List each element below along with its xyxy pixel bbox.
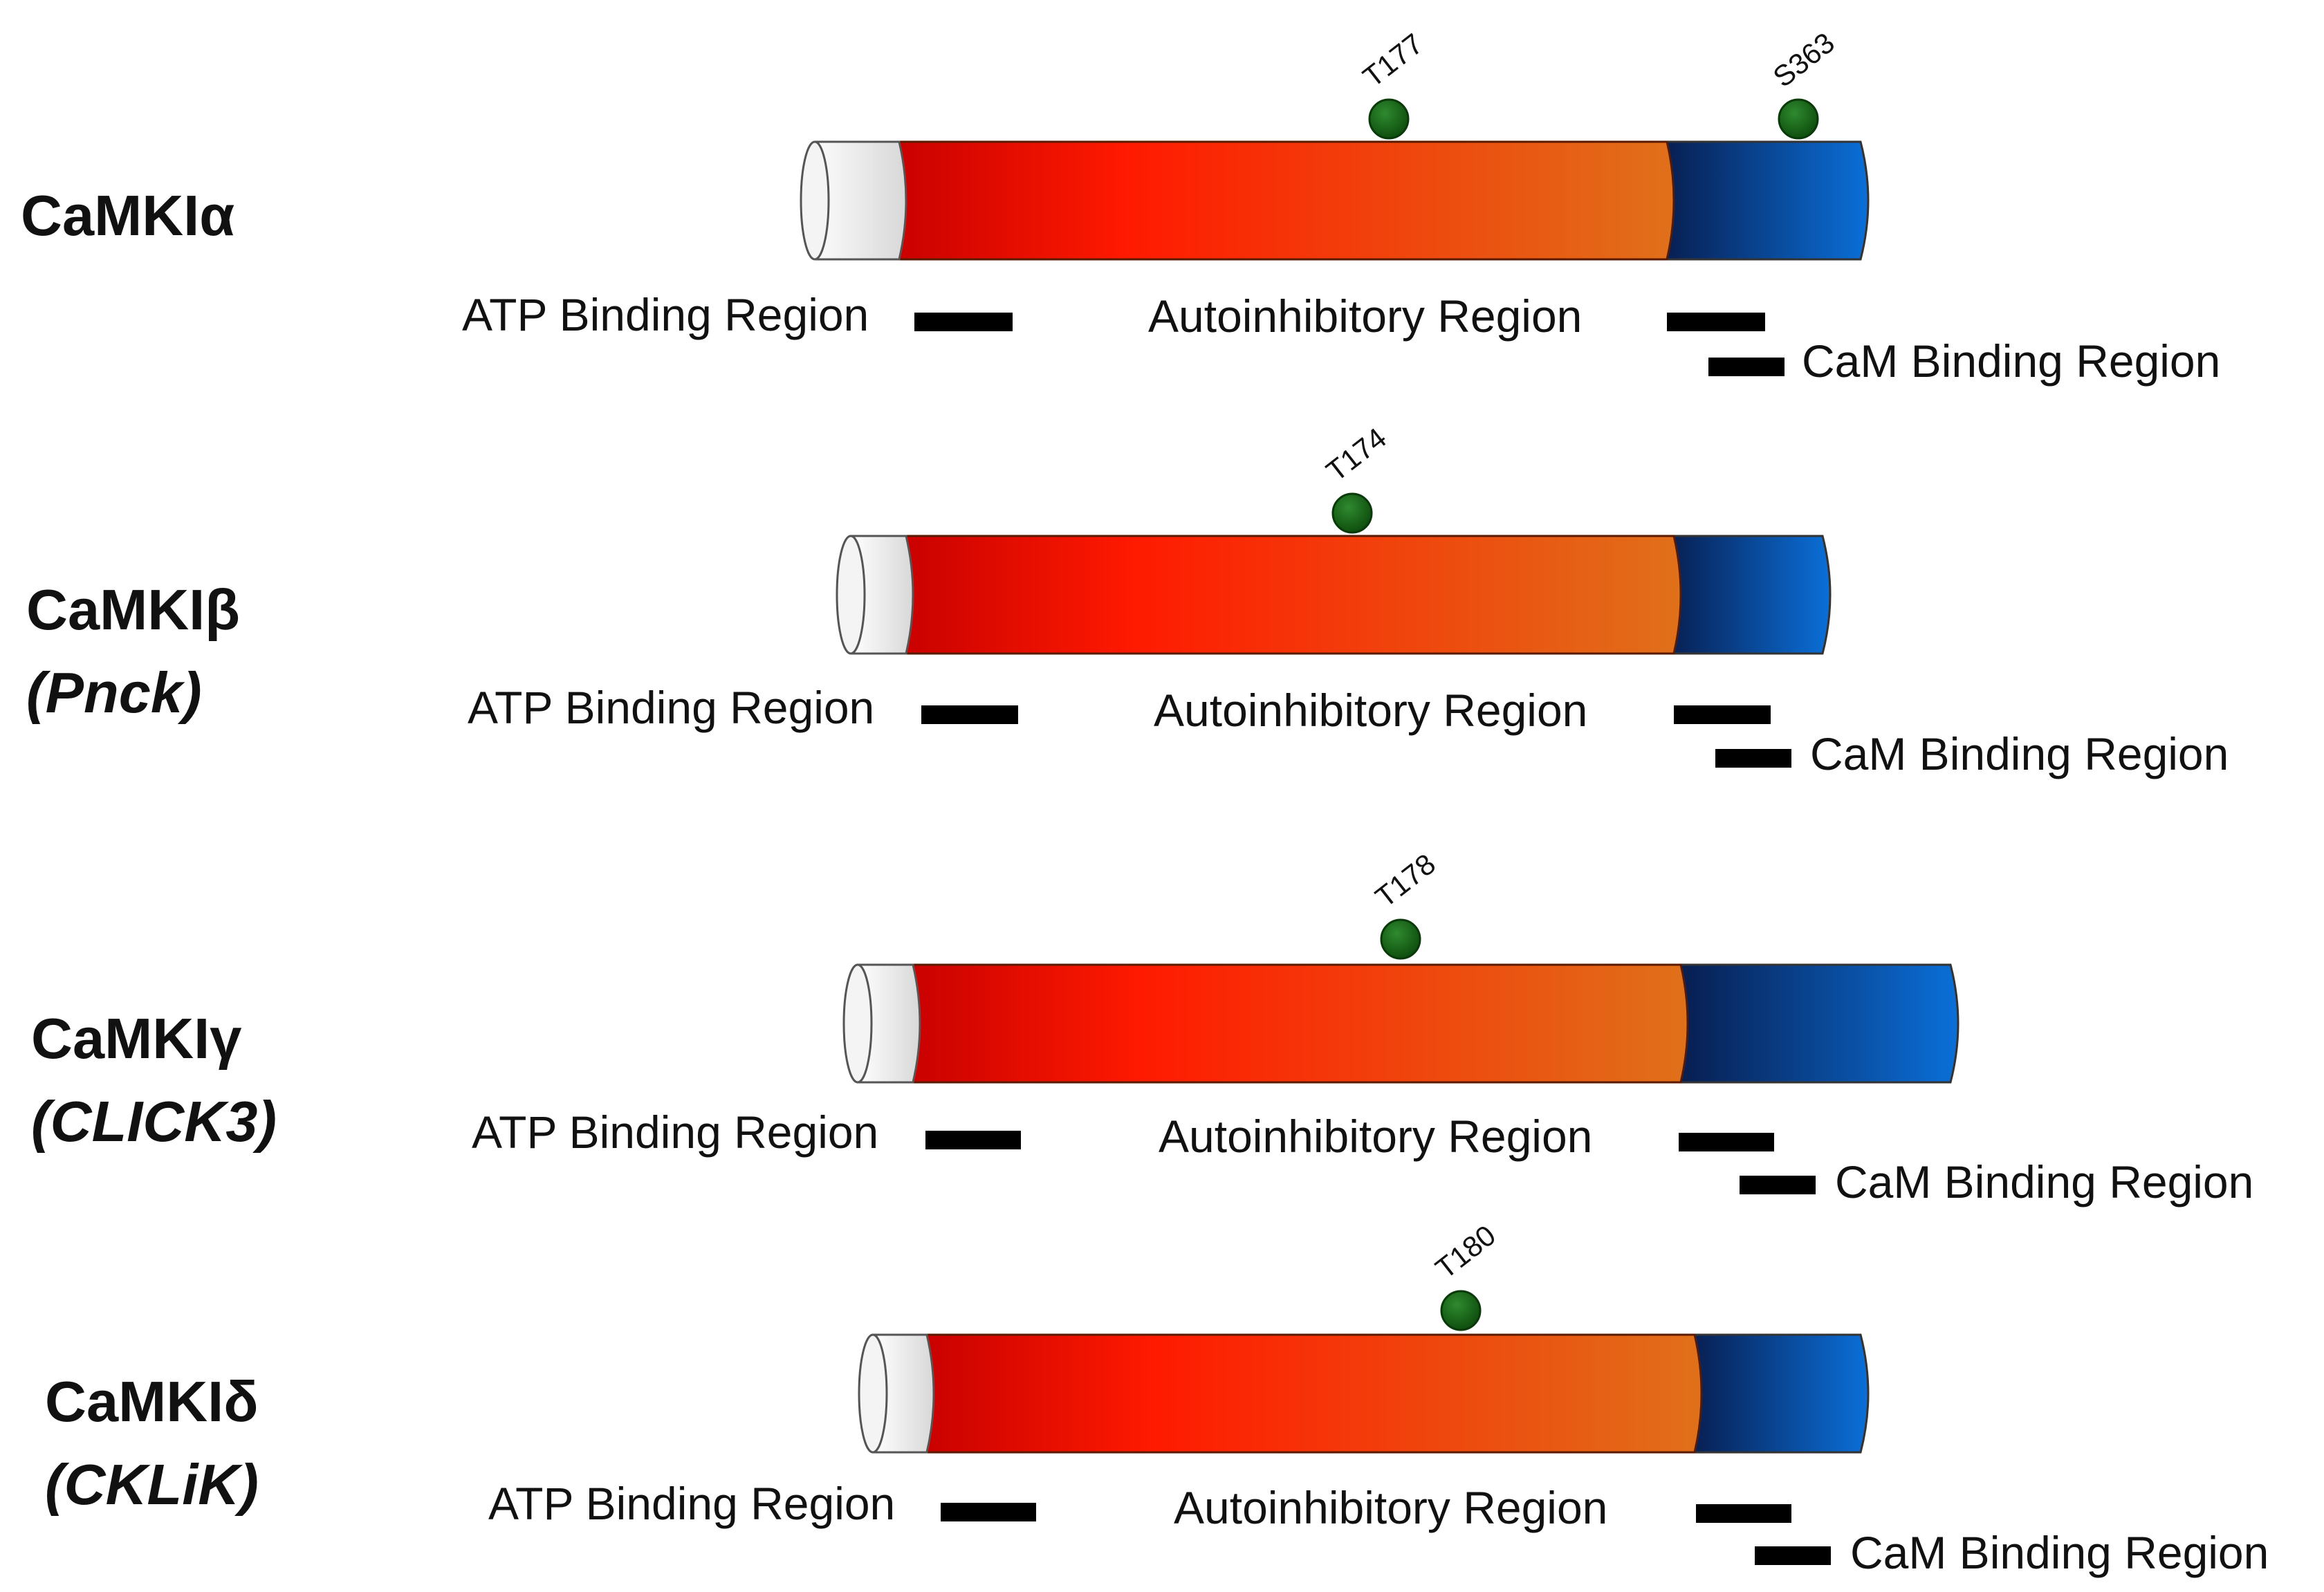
phosphorylation-site: T174: [1320, 421, 1392, 534]
cam-binding-bar: [1708, 358, 1784, 376]
protein-cylinder: [858, 1333, 1870, 1454]
svg-text:T174: T174: [1320, 421, 1392, 488]
cam-binding-bar: [1740, 1176, 1816, 1194]
autoinhibitory-bar: [1674, 705, 1771, 724]
protein-cylinder: [842, 963, 1959, 1084]
n-terminal-face: [800, 140, 830, 261]
atp-binding-label: ATP Binding Region: [472, 1107, 878, 1158]
cam-binding-label: CaM Binding Region: [1835, 1156, 2253, 1207]
isoform-name: CaMKIδ: [45, 1369, 259, 1434]
cam-binding-label: CaM Binding Region: [1802, 335, 2220, 387]
n-terminal-cap: [856, 963, 921, 1084]
cam-binding-bar: [1755, 1546, 1831, 1565]
kinase-domain: [898, 535, 1682, 655]
isoform-name: CaMKIβ: [26, 577, 240, 642]
n-terminal-face: [836, 535, 866, 655]
phosphorylation-site: T180: [1430, 1219, 1502, 1331]
svg-text:T178: T178: [1370, 847, 1441, 914]
cam-binding-label: CaM Binding Region: [1810, 728, 2229, 779]
phosphorylation-site: S363: [1767, 26, 1841, 140]
kinase-domain: [905, 963, 1689, 1084]
autoinhibitory-label: Autoinhibitory Region: [1148, 290, 1582, 342]
autoinhibitory-label: Autoinhibitory Region: [1159, 1111, 1592, 1162]
atp-binding-label: ATP Binding Region: [468, 682, 874, 733]
n-terminal-cap: [872, 1333, 935, 1454]
phosphorylation-site: T178: [1370, 847, 1441, 960]
svg-text:S363: S363: [1767, 26, 1841, 93]
svg-text:T177: T177: [1357, 27, 1429, 93]
cam-binding-bar: [1715, 749, 1791, 768]
atp-binding-bar: [941, 1503, 1036, 1521]
isoform-name: CaMKIγ: [31, 1006, 241, 1071]
cam-binding-label: CaM Binding Region: [1850, 1527, 2269, 1578]
protein-cylinder: [836, 535, 1832, 655]
kinase-domain: [891, 140, 1675, 261]
regulatory-domain: [1679, 1333, 1870, 1454]
svg-text:T180: T180: [1430, 1219, 1502, 1285]
autoinhibitory-bar: [1696, 1504, 1791, 1523]
regulatory-domain: [1666, 963, 1959, 1084]
autoinhibitory-label: Autoinhibitory Region: [1174, 1482, 1607, 1533]
isoform-alias: (Pnck): [26, 660, 202, 725]
atp-binding-bar: [914, 313, 1013, 331]
phosphorylation-site: T177: [1357, 27, 1429, 140]
isoform-gamma: CaMKIγ (CLICK3) T178 ATP Binding Region …: [31, 847, 2253, 1207]
regulatory-domain: [1659, 535, 1832, 655]
atp-binding-bar: [921, 705, 1018, 724]
isoform-name: CaMKIα: [21, 183, 234, 248]
atp-binding-label: ATP Binding Region: [488, 1478, 895, 1529]
n-terminal-cap: [849, 535, 914, 655]
atp-binding-bar: [925, 1131, 1021, 1149]
autoinhibitory-label: Autoinhibitory Region: [1154, 685, 1587, 736]
autoinhibitory-bar: [1679, 1133, 1774, 1151]
isoform-alpha: CaMKIα T177 S363 ATP Binding Region Auto…: [21, 26, 2220, 387]
isoform-alias: (CKLiK): [45, 1452, 259, 1517]
regulatory-domain: [1652, 140, 1870, 261]
n-terminal-face: [858, 1333, 888, 1454]
autoinhibitory-bar: [1667, 313, 1765, 331]
isoform-delta: CaMKIδ (CKLiK) T180 ATP Binding Region A…: [45, 1219, 2269, 1578]
kinase-domain: [919, 1333, 1703, 1454]
atp-binding-label: ATP Binding Region: [462, 289, 869, 340]
n-terminal-face: [842, 963, 873, 1084]
isoform-beta: CaMKIβ (Pnck) T174 ATP Binding Region Au…: [26, 421, 2229, 779]
isoform-alias: (CLICK3): [31, 1089, 277, 1154]
protein-cylinder: [800, 140, 1870, 261]
